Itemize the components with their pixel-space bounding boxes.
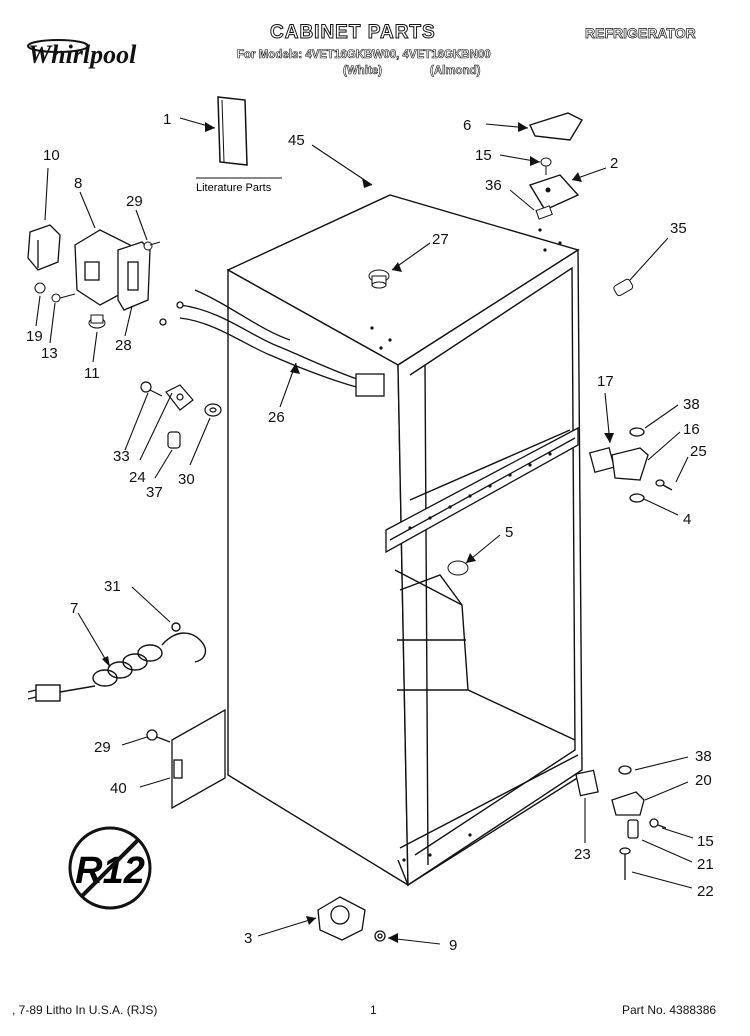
access-cover xyxy=(146,708,226,810)
models-line: For Models: 4VET16GKBW00, 4VET16GKBN00 xyxy=(237,49,491,62)
callout-6: 6 xyxy=(463,117,471,134)
callout-40: 40 xyxy=(110,780,127,797)
page-title: CABINET PARTS xyxy=(270,22,436,44)
top-hinge-cover xyxy=(529,112,583,141)
callout-45: 45 xyxy=(288,132,305,149)
callout-4: 4 xyxy=(683,511,691,528)
center-rail-holes xyxy=(408,452,552,530)
callout-2: 2 xyxy=(610,155,618,172)
cabinet-shell xyxy=(226,194,583,887)
callout-38-mid: 38 xyxy=(683,396,700,413)
wire-harness xyxy=(159,289,385,397)
footer-litho: , 7-89 Litho In U.S.A. (RJS) xyxy=(12,1003,158,1017)
callout-5: 5 xyxy=(505,524,513,541)
callout-31: 31 xyxy=(104,578,121,595)
relay-assembly xyxy=(27,224,151,311)
logo-swoosh xyxy=(27,39,89,53)
color-white-label: (White) xyxy=(343,65,383,78)
callout-16: 16 xyxy=(683,421,700,438)
callout-8: 8 xyxy=(74,175,82,192)
callout-28: 28 xyxy=(115,337,132,354)
callout-11: 11 xyxy=(84,365,100,382)
literature-label: Literature Parts xyxy=(196,182,272,194)
callout-20: 20 xyxy=(695,772,712,789)
callout-15-bottom: 15 xyxy=(697,833,714,850)
roller-bracket xyxy=(317,896,386,942)
center-hinge-parts xyxy=(588,427,673,503)
callout-numbers: 1 45 6 15 2 36 35 10 8 29 27 19 13 11 28… xyxy=(26,111,714,954)
callout-36: 36 xyxy=(485,177,502,194)
top-cap xyxy=(368,269,390,289)
literature-parts-icon: Literature Parts xyxy=(196,96,282,194)
callout-1: 1 xyxy=(163,111,171,128)
callout-21: 21 xyxy=(697,856,714,873)
power-cord xyxy=(27,622,207,702)
callout-10: 10 xyxy=(43,147,60,164)
r12-badge: R12 xyxy=(68,826,152,910)
r12-badge-text: R12 xyxy=(75,850,145,892)
whirlpool-logo: Whirlpool xyxy=(28,40,137,69)
center-plug xyxy=(447,560,469,576)
center-rail xyxy=(385,426,579,554)
hole-plug xyxy=(613,278,634,297)
callout-29-top: 29 xyxy=(126,193,143,210)
callout-15-top: 15 xyxy=(475,147,492,164)
color-almond-label: (Almond) xyxy=(430,65,481,78)
callout-25: 25 xyxy=(690,443,707,460)
leader-arrowheads xyxy=(102,122,614,943)
callout-26: 26 xyxy=(268,409,285,426)
thermostat-parts xyxy=(140,381,222,449)
callout-19: 19 xyxy=(26,328,43,345)
callout-29-bottom: 29 xyxy=(94,739,111,756)
callout-38-bottom: 38 xyxy=(695,748,712,765)
callout-37: 37 xyxy=(146,484,163,501)
callout-22: 22 xyxy=(697,883,714,900)
callout-35: 35 xyxy=(670,220,687,237)
callout-9: 9 xyxy=(449,937,457,954)
bottom-hinge-parts xyxy=(575,765,667,880)
callout-23: 23 xyxy=(574,846,591,863)
hinge-shim xyxy=(535,205,553,220)
footer-page-number: 1 xyxy=(370,1003,377,1017)
callout-13: 13 xyxy=(41,345,58,362)
top-hinge xyxy=(528,174,580,211)
callout-27: 27 xyxy=(432,231,449,248)
small-screws-left xyxy=(34,241,161,329)
callout-30: 30 xyxy=(178,471,195,488)
footer-part-number: Part No. 4388386 xyxy=(622,1003,717,1017)
callout-24: 24 xyxy=(129,469,146,486)
callout-7: 7 xyxy=(70,600,78,617)
callout-3: 3 xyxy=(244,930,252,947)
callout-17: 17 xyxy=(597,373,614,390)
callout-33: 33 xyxy=(113,448,130,465)
cabinet-screw-holes xyxy=(370,228,562,862)
category-label: REFRIGERATOR xyxy=(585,25,696,42)
top-hinge-screw xyxy=(540,157,552,175)
